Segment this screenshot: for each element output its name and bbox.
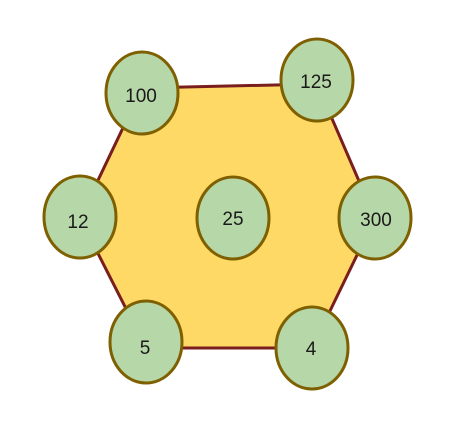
- node-right: 300: [337, 175, 413, 261]
- node-top-left-label: 100: [125, 86, 157, 107]
- node-top-right: 125: [279, 37, 355, 123]
- node-top-left: 100: [104, 50, 180, 136]
- node-left: 12: [42, 174, 118, 260]
- node-bottom-right: 4: [274, 305, 350, 391]
- node-bottom-right-ellipse: [274, 305, 350, 391]
- node-top-left-ellipse: [104, 50, 180, 136]
- node-left-label: 12: [67, 212, 88, 233]
- node-top-right-label: 125: [300, 72, 332, 93]
- node-bottom-left-ellipse: [108, 299, 184, 385]
- node-top-right-ellipse: [279, 37, 355, 123]
- node-center: 25: [195, 175, 271, 261]
- node-bottom-right-label: 4: [306, 339, 317, 360]
- node-right-ellipse: [337, 175, 413, 261]
- node-right-label: 300: [360, 210, 392, 231]
- node-center-label: 25: [222, 209, 243, 230]
- node-bottom-left-label: 5: [140, 338, 151, 359]
- node-left-ellipse: [42, 174, 118, 260]
- node-center-ellipse: [195, 175, 271, 261]
- node-bottom-left: 5: [108, 299, 184, 385]
